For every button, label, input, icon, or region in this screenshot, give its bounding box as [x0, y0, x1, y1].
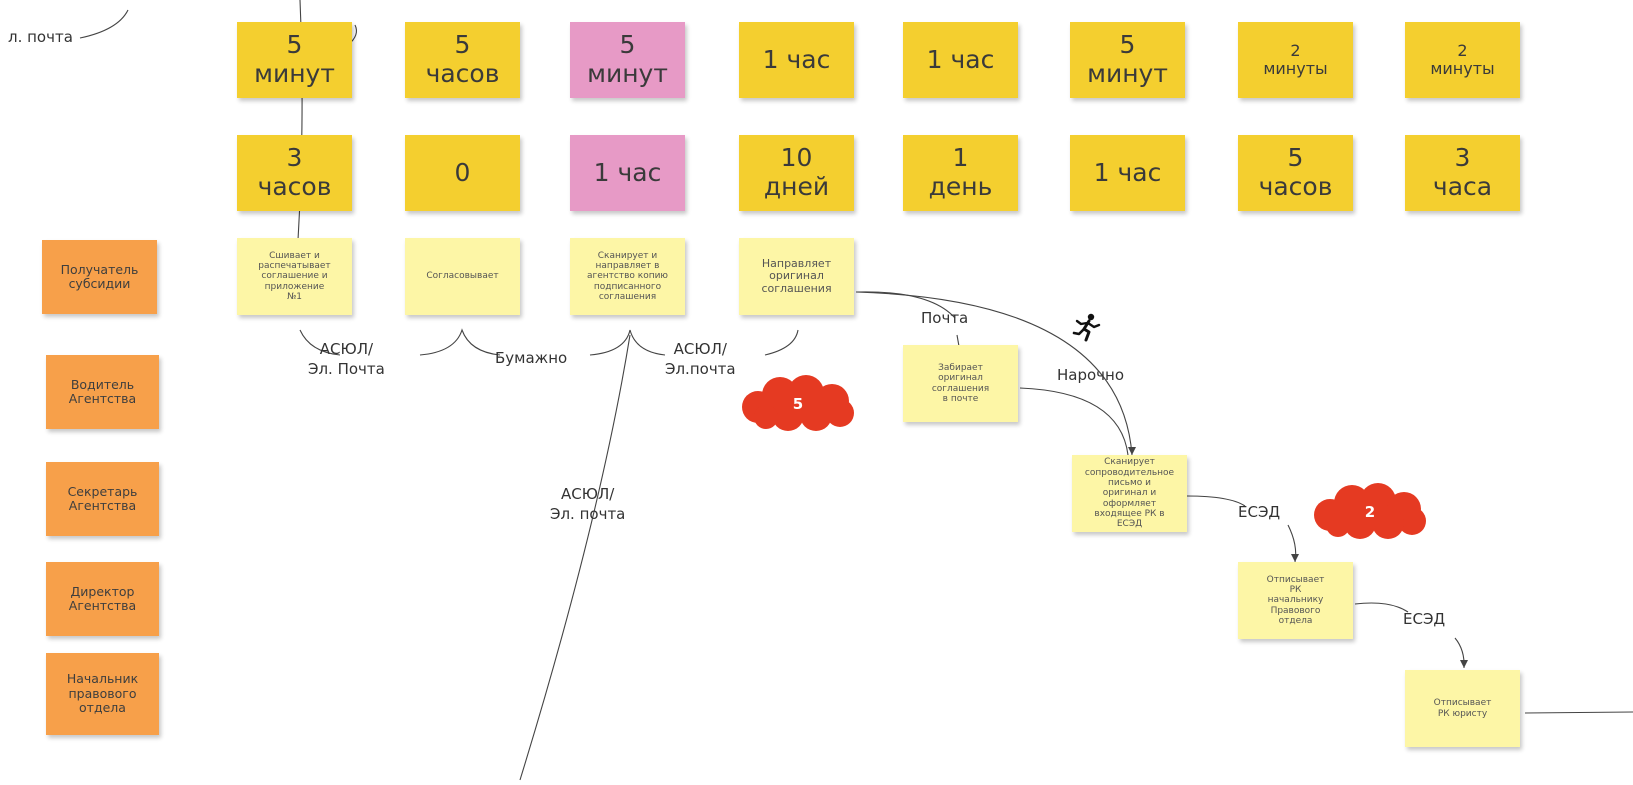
time-note[interactable]: 2 минуты	[1238, 22, 1353, 98]
issue-cloud[interactable]: 5	[738, 375, 858, 433]
arrow-head-2	[1291, 554, 1299, 562]
edge-t5-to-t6	[1019, 387, 1129, 456]
arrow-head-1	[1128, 447, 1136, 455]
task-note-assign-lawyer[interactable]: Отписывает РК юристу	[1405, 670, 1520, 747]
role-secretary[interactable]: Секретарь Агентства	[46, 462, 159, 536]
time-note[interactable]: 3 часов	[237, 135, 352, 211]
time-note[interactable]: 5 минут	[237, 22, 352, 98]
role-driver[interactable]: Водитель Агентства	[46, 355, 159, 429]
edge-label-paper: Бумажно	[495, 349, 568, 367]
edge-label-asyul: АСЮЛ/ Эл.почта	[665, 340, 736, 378]
time-note[interactable]: 5 часов	[1238, 135, 1353, 211]
edge-label-esed: ЕСЭД	[1238, 503, 1281, 521]
brace-3	[589, 329, 666, 356]
edge-label-esed: ЕСЭД	[1403, 610, 1446, 628]
issue-count: 5	[792, 395, 804, 413]
time-note[interactable]: 1 час	[570, 135, 685, 211]
task-note-register[interactable]: Сканирует сопроводительное письмо и ориг…	[1072, 455, 1187, 532]
arrow-head-3	[1460, 660, 1468, 668]
time-note[interactable]: 5 часов	[405, 22, 520, 98]
top-left-label: л. почта	[8, 28, 73, 46]
role-legal-head[interactable]: Начальник правового отдела	[46, 653, 159, 735]
issue-cloud[interactable]: 2	[1310, 483, 1430, 541]
task-note-send-original[interactable]: Направляет оригинал соглашения	[739, 238, 854, 315]
brace-2	[419, 328, 501, 356]
task-note-scan-send[interactable]: Сканирует и направляет в агентство копию…	[570, 238, 685, 315]
cloud-shape-icon	[742, 375, 854, 431]
edge-label-courier: Нарочно	[1057, 366, 1125, 384]
edge-t7-to-esed2	[1354, 602, 1409, 613]
time-note[interactable]: 5 минут	[1070, 22, 1185, 98]
edge-label-asyul: АСЮЛ/ Эл. почта	[550, 485, 626, 523]
role-director[interactable]: Директор Агентства	[46, 562, 159, 636]
task-note-assign-head[interactable]: Отписывает РК начальнику Правового отдел…	[1238, 562, 1353, 639]
edge-label-post: Почта	[921, 309, 969, 327]
edge-t4-to-post	[855, 291, 956, 319]
time-note[interactable]: 1 час	[903, 22, 1018, 98]
time-note[interactable]: 1 час	[739, 22, 854, 98]
time-note[interactable]: 0	[405, 135, 520, 211]
long-line-down	[519, 334, 631, 781]
connector-top-left	[79, 9, 129, 39]
edge-label-asyul: АСЮЛ/ Эл. Почта	[308, 340, 385, 378]
time-note[interactable]: 5 минут	[570, 22, 685, 98]
cloud-shape-icon	[1314, 483, 1426, 539]
task-note-approve[interactable]: Согласовывает	[405, 238, 520, 315]
brace-4	[764, 329, 799, 356]
brace-1	[299, 329, 341, 356]
time-note[interactable]: 1 час	[1070, 135, 1185, 211]
edge-t8-out	[1524, 711, 1633, 714]
task-note-stitch[interactable]: Сшивает и распечатывает соглашение и при…	[237, 238, 352, 315]
role-recipient[interactable]: Получатель субсидии	[42, 240, 157, 314]
time-note[interactable]: 2 минуты	[1405, 22, 1520, 98]
edge-t4-to-t6	[855, 291, 1133, 456]
issue-count: 2	[1364, 503, 1376, 521]
time-note[interactable]: 10 дней	[739, 135, 854, 211]
edge-t6-to-esed	[1186, 495, 1246, 507]
time-note[interactable]: 3 часа	[1405, 135, 1520, 211]
time-note[interactable]: 1 день	[903, 135, 1018, 211]
running-person-icon	[1072, 313, 1101, 342]
task-note-pick-up[interactable]: Забирает оригинал соглашения в почте	[903, 345, 1018, 422]
